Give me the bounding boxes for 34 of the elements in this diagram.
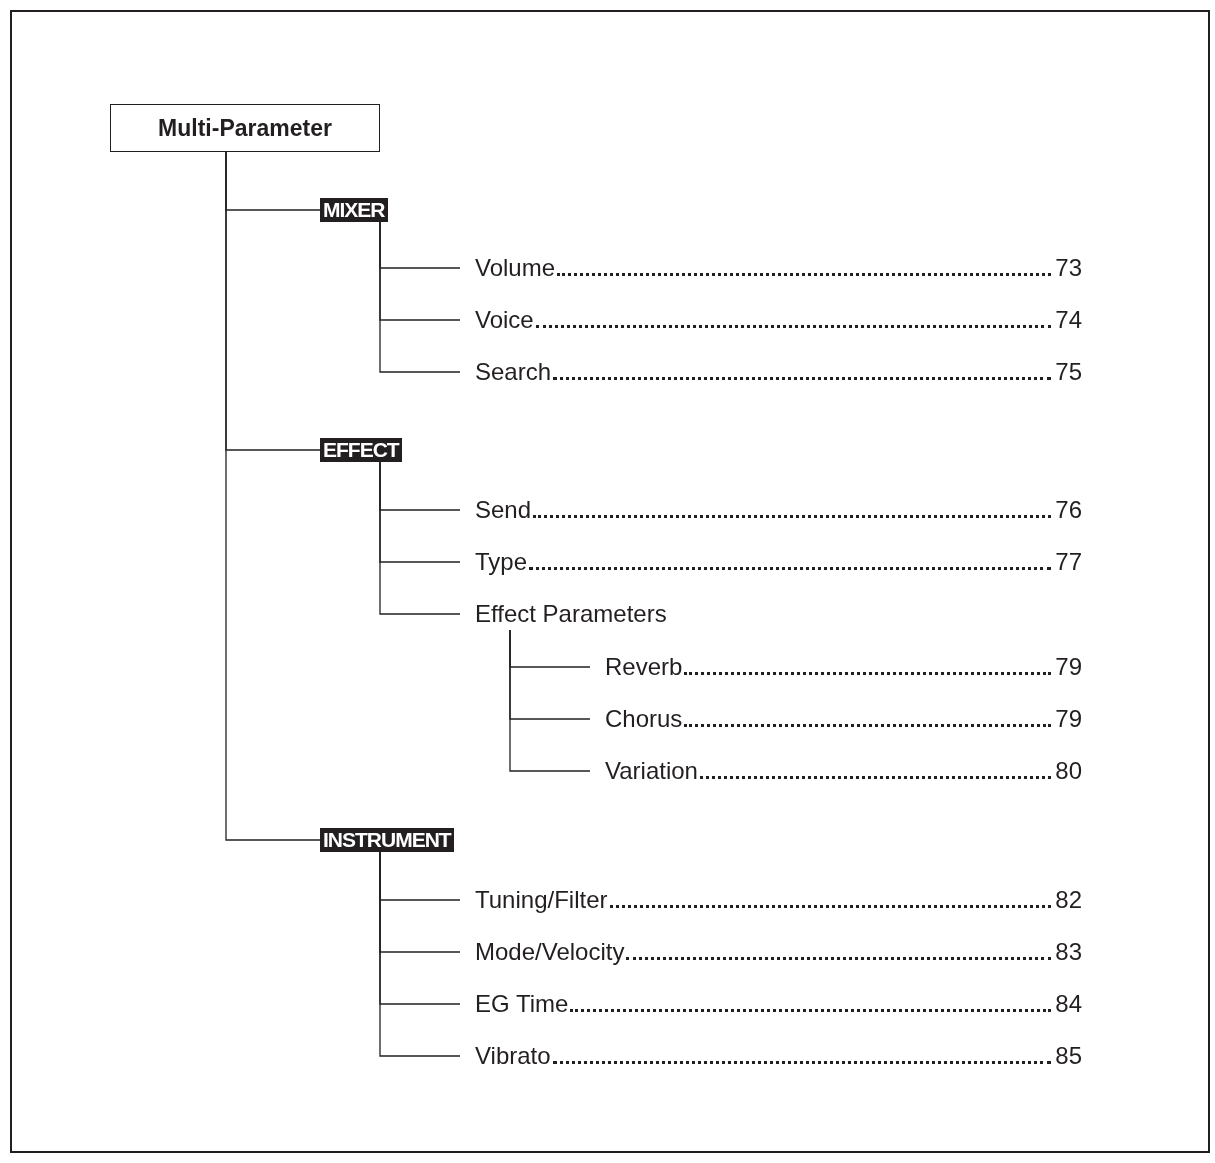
page-number: 84 [1055,989,1082,1019]
page-number: 82 [1055,885,1082,915]
menu-item: Effect Parameters [474,599,667,629]
page-number: 76 [1055,495,1082,525]
tree-connector [225,151,321,841]
tree-connector [509,629,591,772]
menu-item: Voice [474,305,534,335]
tree-connector [379,851,461,1057]
menu-item: Reverb [604,652,683,682]
section-tag: MIXER [320,198,388,222]
page-number: 79 [1055,652,1082,682]
menu-item: Type [474,547,528,577]
page-number: 75 [1055,357,1082,387]
menu-item: Variation [604,756,698,786]
menu-item: Volume [474,253,556,283]
tree-connector [379,221,461,373]
section-tag: EFFECT [320,438,402,462]
tree-connector [379,461,461,615]
menu-item: EG Time [474,989,569,1019]
menu-item: Tuning/Filter [474,885,608,915]
menu-item: Search [474,357,552,387]
page-number: 80 [1055,756,1082,786]
menu-item: Mode/Velocity [474,937,625,967]
page-number: 85 [1055,1041,1082,1071]
page-number: 79 [1055,704,1082,734]
menu-item: Send [474,495,532,525]
menu-item: Vibrato [474,1041,551,1071]
page-number: 83 [1055,937,1082,967]
menu-item: Chorus [604,704,683,734]
page-number: 73 [1055,253,1082,283]
root-box: Multi-Parameter [110,104,380,152]
page-number: 77 [1055,547,1082,577]
page-number: 74 [1055,305,1082,335]
section-tag: INSTRUMENT [320,828,454,852]
